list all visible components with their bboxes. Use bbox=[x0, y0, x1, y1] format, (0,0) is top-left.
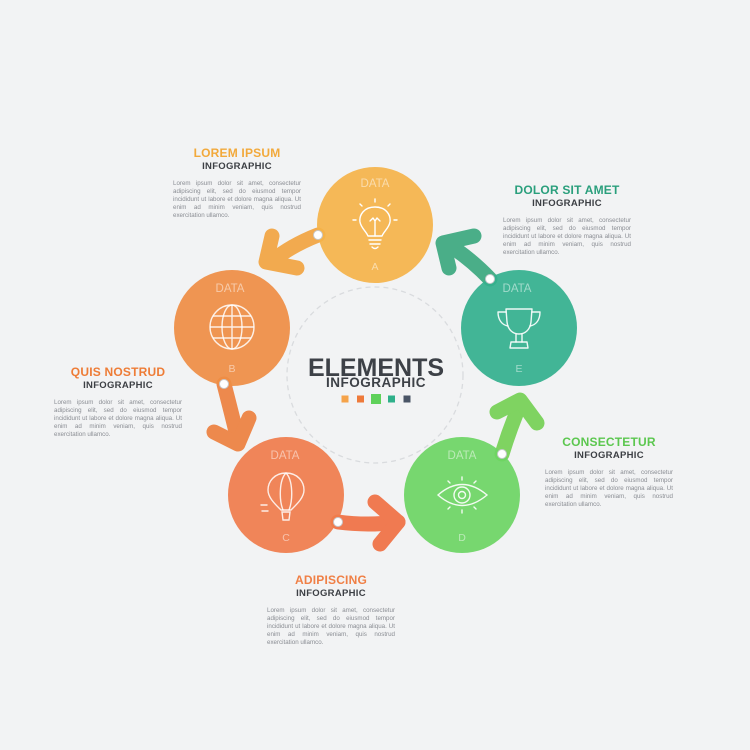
arrow-d-to-e bbox=[489, 392, 545, 462]
text-block-c-title: ADIPISCING bbox=[294, 573, 367, 587]
step-a-data-label: DATA bbox=[361, 178, 390, 190]
step-e-data-label: DATA bbox=[503, 283, 532, 295]
text-block-a: LOREM IPSUM INFOGRAPHIC Lorem ipsum dolo… bbox=[173, 146, 301, 220]
text-block-a-title: LOREM IPSUM bbox=[193, 146, 281, 160]
connector-dots bbox=[219, 230, 507, 527]
text-block-c-body: Lorem ipsum dolor sit amet, consectetur … bbox=[267, 607, 395, 647]
arrow-b-to-c bbox=[206, 376, 257, 452]
step-c-letter: C bbox=[282, 532, 290, 544]
step-a-letter: A bbox=[371, 261, 378, 273]
step-c: DATA C bbox=[228, 437, 344, 553]
step-b-letter: B bbox=[228, 363, 235, 375]
text-block-c-subtitle: INFOGRAPHIC bbox=[296, 588, 366, 599]
text-block-d-subtitle: INFOGRAPHIC bbox=[574, 450, 644, 461]
connector-dot-a bbox=[313, 230, 323, 240]
connector-dot-d bbox=[497, 449, 507, 459]
center-title: ELEMENTS bbox=[308, 354, 444, 382]
center-dashed-ring bbox=[286, 286, 464, 464]
trophy-icon bbox=[497, 308, 541, 349]
text-block-a-subtitle: INFOGRAPHIC bbox=[202, 161, 272, 172]
connector-dot-e bbox=[485, 274, 495, 284]
eye-icon bbox=[436, 476, 489, 514]
text-block-e-subtitle: INFOGRAPHIC bbox=[532, 198, 602, 209]
text-block-b-title: QUIS NOSTRUD bbox=[70, 365, 166, 379]
step-c-data-label: DATA bbox=[271, 450, 300, 462]
step-a: DATA A bbox=[317, 167, 433, 283]
text-block-b: QUIS NOSTRUD INFOGRAPHIC Lorem ipsum dol… bbox=[54, 365, 182, 439]
step-b: DATA B bbox=[174, 270, 290, 386]
center-swatch bbox=[371, 394, 381, 404]
text-block-d: CONSECTETUR INFOGRAPHIC Lorem ipsum dolo… bbox=[545, 435, 673, 509]
text-block-e-title: DOLOR SIT AMET bbox=[514, 183, 620, 197]
text-block-e: DOLOR SIT AMET INFOGRAPHIC Lorem ipsum d… bbox=[503, 183, 631, 257]
center-swatch bbox=[341, 395, 349, 403]
center-swatch bbox=[357, 395, 364, 403]
center-swatch bbox=[403, 395, 411, 403]
step-d: DATA D bbox=[404, 437, 520, 553]
text-block-b-subtitle: INFOGRAPHIC bbox=[83, 380, 153, 391]
arrow-a-to-b bbox=[258, 227, 326, 276]
text-block-b-body: Lorem ipsum dolor sit amet, consectetur … bbox=[54, 399, 182, 439]
text-block-a-body: Lorem ipsum dolor sit amet, consectetur … bbox=[173, 180, 301, 220]
step-d-data-label: DATA bbox=[448, 450, 477, 462]
connector-dot-b bbox=[219, 379, 229, 389]
arrow-e-to-a bbox=[435, 228, 498, 287]
text-block-c: ADIPISCING INFOGRAPHIC Lorem ipsum dolor… bbox=[267, 573, 395, 647]
step-d-letter: D bbox=[458, 532, 466, 544]
center-subtitle: INFOGRAPHIC bbox=[326, 375, 426, 390]
center-swatch bbox=[388, 395, 395, 403]
text-block-e-body: Lorem ipsum dolor sit amet, consectetur … bbox=[503, 217, 631, 257]
step-e: DATA E bbox=[461, 270, 577, 386]
arrow-c-to-d bbox=[330, 494, 406, 552]
step-e-letter: E bbox=[515, 363, 522, 375]
hot-air-balloon-icon bbox=[260, 472, 305, 521]
lightbulb-icon bbox=[352, 198, 398, 250]
text-block-d-body: Lorem ipsum dolor sit amet, consectetur … bbox=[545, 469, 673, 509]
connector-dot-c bbox=[333, 517, 343, 527]
step-b-data-label: DATA bbox=[216, 283, 245, 295]
center-swatches bbox=[341, 394, 411, 404]
text-block-d-title: CONSECTETUR bbox=[562, 435, 656, 449]
globe-icon bbox=[209, 304, 255, 350]
